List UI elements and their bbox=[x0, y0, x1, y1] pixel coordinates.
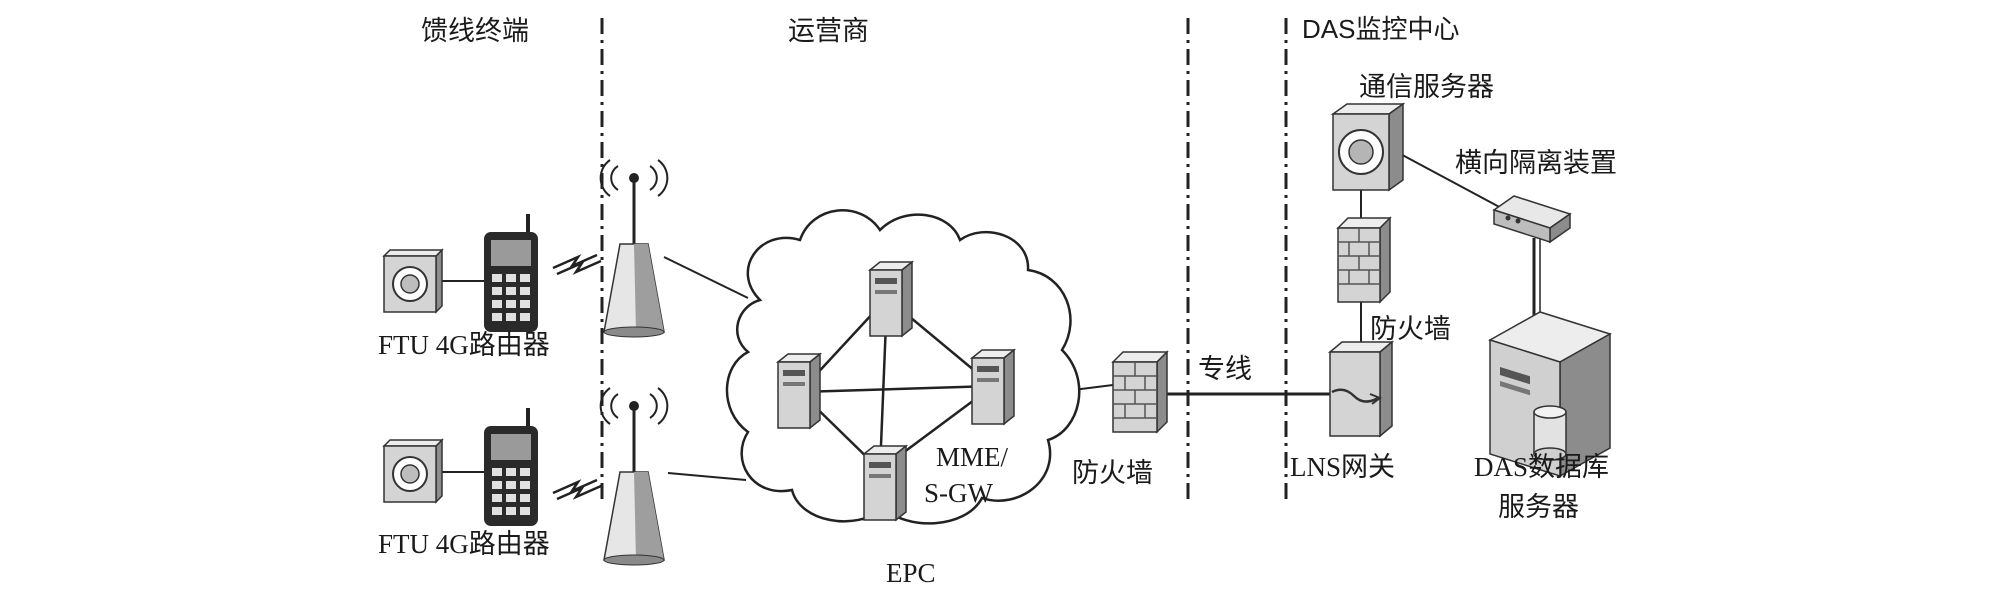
firewall-icon-operator bbox=[1111, 350, 1169, 434]
lns-gateway-icon bbox=[1327, 340, 1395, 438]
zone-title-das-center: DAS监控中心 bbox=[1302, 14, 1459, 44]
firewall-operator-label: 防火墙 bbox=[1072, 458, 1153, 488]
zone-title-terminal: 馈线终端 bbox=[421, 16, 529, 46]
isolation-device-label: 横向隔离装置 bbox=[1455, 148, 1617, 178]
lns-gateway-label: LNS网关 bbox=[1290, 452, 1395, 482]
ftu-device-1 bbox=[382, 248, 444, 314]
ftu-device-2 bbox=[382, 438, 444, 504]
mme-label-line2: S-GW bbox=[924, 478, 994, 508]
wireless-link-icon-2 bbox=[552, 478, 602, 501]
comm-server-icon bbox=[1330, 102, 1406, 192]
link-tower1-epc bbox=[663, 256, 749, 299]
epc-cloud bbox=[725, 209, 1081, 525]
epc-server-left bbox=[775, 352, 823, 430]
link-commserver-isolation bbox=[1392, 149, 1506, 211]
epc-server-top bbox=[867, 260, 915, 338]
phone-router-icon-2 bbox=[484, 408, 538, 526]
database-label-line2: 服务器 bbox=[1498, 492, 1579, 522]
phone-router-icon-1 bbox=[484, 214, 538, 332]
link-tower2-epc bbox=[667, 472, 747, 481]
ftu-router-label-1: FTU 4G路由器 bbox=[378, 330, 550, 360]
database-label-line1: DAS数据库 bbox=[1474, 452, 1609, 482]
epc-server-right bbox=[969, 348, 1017, 426]
firewall-icon-center bbox=[1336, 216, 1392, 304]
ftu-router-label-2: FTU 4G路由器 bbox=[378, 529, 550, 559]
isolation-device-icon bbox=[1492, 195, 1572, 244]
base-station-icon-2 bbox=[599, 387, 669, 566]
comm-server-label: 通信服务器 bbox=[1359, 72, 1494, 102]
base-station-icon-1 bbox=[599, 159, 669, 338]
epc-server-mme bbox=[861, 444, 909, 522]
zone-title-operator: 运营商 bbox=[788, 16, 869, 46]
dedicated-line-label: 专线 bbox=[1198, 354, 1252, 384]
wireless-link-icon-1 bbox=[552, 253, 602, 276]
epc-label: EPC bbox=[886, 558, 936, 588]
firewall-center-label: 防火墙 bbox=[1370, 314, 1451, 344]
database-server-icon bbox=[1488, 311, 1612, 478]
mme-label-line1: MME/ bbox=[936, 442, 1009, 472]
